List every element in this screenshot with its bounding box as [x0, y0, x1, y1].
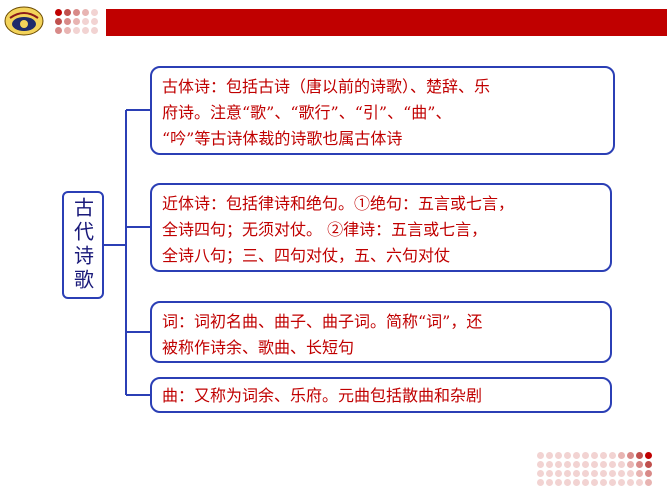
decorative-dot — [64, 27, 71, 34]
decorative-dot — [55, 18, 62, 25]
decorative-dot — [555, 452, 562, 459]
decorative-dot — [82, 18, 89, 25]
decorative-dot — [55, 27, 62, 34]
node-line: 近体诗：包括律诗和绝句。①绝句：五言或七言， — [162, 194, 515, 213]
decorative-dot — [627, 461, 634, 468]
decorative-dot — [636, 479, 643, 486]
decorative-dot — [546, 461, 553, 468]
decorative-dot — [82, 27, 89, 34]
decorative-dot — [600, 479, 607, 486]
decorative-dot — [645, 479, 652, 486]
decorative-dot — [636, 452, 643, 459]
node-line: 词：词初名曲、曲子、曲子词。简称“词”，还 — [162, 312, 483, 331]
decorative-dot — [573, 461, 580, 468]
decorative-dot — [582, 470, 589, 477]
node-modern-style-poetry: 近体诗：包括律诗和绝句。①绝句：五言或七言， 全诗四句；无须对仗。 ②律诗：五言… — [150, 183, 612, 272]
decorative-dot — [91, 9, 98, 16]
root-node: 古代诗歌 — [62, 191, 104, 299]
decorative-dot — [573, 470, 580, 477]
decorative-dot — [609, 461, 616, 468]
node-line: 府诗。注意“歌”、“歌行”、“引”、“曲”、 — [162, 103, 452, 122]
decorative-dot — [618, 461, 625, 468]
decorative-dot — [591, 470, 598, 477]
decorative-dot — [627, 470, 634, 477]
decorative-dot — [582, 452, 589, 459]
node-qu: 曲：又称为词余、乐府。元曲包括散曲和杂剧 — [150, 377, 612, 413]
decorative-dot — [564, 461, 571, 468]
decorative-dot — [546, 470, 553, 477]
node-line: 全诗八句；三、四句对仗，五、六句对仗 — [162, 246, 451, 265]
decorative-dot — [55, 9, 62, 16]
node-line: 古体诗：包括古诗（唐以前的诗歌）、楚辞、乐 — [162, 77, 491, 96]
decorative-dot — [609, 470, 616, 477]
decorative-dot — [618, 479, 625, 486]
decorative-dot — [627, 479, 634, 486]
header-bar — [106, 9, 667, 36]
decorative-dot — [627, 452, 634, 459]
decorative-dot — [600, 452, 607, 459]
school-logo-icon — [4, 6, 44, 36]
decorative-dot — [555, 470, 562, 477]
decorative-dot — [537, 461, 544, 468]
node-line: 全诗四句；无须对仗。 ②律诗：五言或七言， — [162, 220, 488, 239]
root-label: 古代诗歌 — [70, 197, 95, 293]
decorative-dot — [564, 479, 571, 486]
decorative-dot — [609, 479, 616, 486]
node-ancient-style-poetry: 古体诗：包括古诗（唐以前的诗歌）、楚辞、乐 府诗。注意“歌”、“歌行”、“引”、… — [150, 66, 615, 155]
node-line: 曲：又称为词余、乐府。元曲包括散曲和杂剧 — [162, 386, 483, 405]
decorative-dot — [64, 9, 71, 16]
node-ci: 词：词初名曲、曲子、曲子词。简称“词”，还 被称作诗余、歌曲、长短句 — [150, 301, 612, 363]
decorative-dot — [609, 452, 616, 459]
decorative-dot — [600, 470, 607, 477]
decorative-dot — [555, 479, 562, 486]
decorative-dot — [591, 479, 598, 486]
decorative-dot — [64, 18, 71, 25]
decorative-dot — [564, 452, 571, 459]
decorative-dot — [82, 9, 89, 16]
decorative-dot — [645, 470, 652, 477]
decorative-dot — [73, 27, 80, 34]
decorative-dot — [591, 461, 598, 468]
decorative-dot-grid-bottom — [536, 451, 664, 503]
decorative-dot — [73, 9, 80, 16]
decorative-dot — [600, 461, 607, 468]
decorative-dot — [91, 27, 98, 34]
decorative-dot — [573, 452, 580, 459]
decorative-dot — [636, 461, 643, 468]
decorative-dot — [573, 479, 580, 486]
decorative-dot — [582, 461, 589, 468]
decorative-dot — [618, 452, 625, 459]
decorative-dot — [91, 18, 98, 25]
decorative-dot — [537, 479, 544, 486]
decorative-dot — [645, 461, 652, 468]
decorative-dot — [636, 470, 643, 477]
decorative-dot — [73, 18, 80, 25]
node-line: “吟”等古诗体裁的诗歌也属古体诗 — [162, 129, 403, 148]
decorative-dot — [546, 452, 553, 459]
decorative-dot — [546, 479, 553, 486]
decorative-dot — [537, 470, 544, 477]
node-line: 被称作诗余、歌曲、长短句 — [162, 338, 355, 357]
decorative-dot — [618, 470, 625, 477]
decorative-dot — [564, 470, 571, 477]
decorative-dot — [537, 452, 544, 459]
decorative-dot — [591, 452, 598, 459]
decorative-dot — [645, 452, 652, 459]
decorative-dot — [582, 479, 589, 486]
decorative-dot-grid-top — [54, 8, 102, 42]
decorative-dot — [555, 461, 562, 468]
